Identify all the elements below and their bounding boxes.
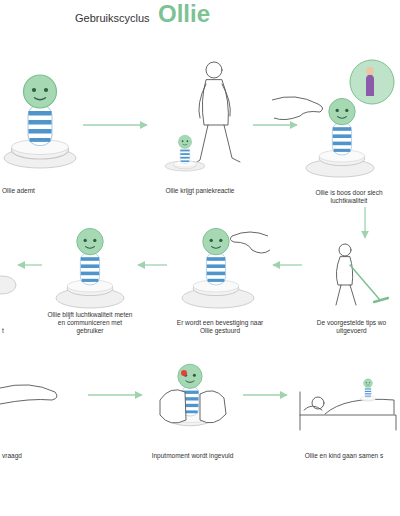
ollie bbox=[360, 379, 375, 401]
step-node: Er wordt een bevestiging naar Ollie gest… bbox=[170, 215, 270, 335]
step-node: Ollie is boos door slech luchtkwaliteit bbox=[300, 55, 398, 205]
hands bbox=[160, 390, 226, 423]
step-node: De voorgestelde tips wo uitgevoerd bbox=[305, 240, 398, 335]
bed-ollie bbox=[360, 379, 375, 401]
confirm-ollie bbox=[182, 228, 270, 308]
step-caption: Inputmoment wordt ingevuld bbox=[145, 452, 240, 460]
step-caption: Ollie blijft luchtkwaliteit meten en com… bbox=[45, 311, 135, 335]
hand bbox=[230, 232, 270, 253]
step-caption: Ollie en kind gaan samen s bbox=[290, 452, 398, 460]
step-node: Ollie blijft luchtkwaliteit meten en com… bbox=[45, 215, 135, 335]
hand bbox=[272, 97, 323, 120]
legs bbox=[194, 125, 240, 164]
inset-figure bbox=[366, 74, 374, 96]
ollie bbox=[67, 228, 113, 295]
step-node: t bbox=[0, 215, 15, 335]
bed-scene bbox=[300, 392, 396, 430]
flow-arrow bbox=[83, 124, 147, 125]
inset-head bbox=[366, 67, 374, 75]
walking-person bbox=[194, 62, 240, 164]
base-partial bbox=[0, 276, 16, 294]
body bbox=[202, 80, 228, 125]
flow-arrow bbox=[18, 264, 42, 265]
flow-arrow bbox=[364, 207, 365, 238]
cleaning-person bbox=[336, 244, 388, 305]
angry-ollie bbox=[272, 60, 394, 177]
step-node: Ollie ademt bbox=[0, 55, 80, 195]
mop-head bbox=[374, 298, 388, 302]
flow-arrow bbox=[243, 394, 287, 395]
ollie bbox=[319, 98, 365, 165]
blanket bbox=[325, 399, 394, 414]
measuring-ollie bbox=[56, 228, 124, 308]
step-node: Ollie en kind gaan samen s bbox=[290, 355, 398, 460]
body bbox=[336, 257, 352, 285]
head bbox=[206, 62, 222, 78]
input-ollie bbox=[160, 364, 226, 426]
flow-arrow bbox=[253, 124, 297, 125]
flow-arrow bbox=[273, 264, 302, 265]
ollie bbox=[12, 75, 69, 159]
step-caption: t bbox=[0, 327, 15, 335]
step-node: Ollie krijgt paniekreactie bbox=[150, 55, 250, 195]
arm bbox=[199, 84, 230, 118]
legs bbox=[336, 285, 356, 305]
step-node: Inputmoment wordt ingevuld bbox=[145, 355, 240, 460]
diagram-title: Gebruikscyclus bbox=[75, 12, 150, 24]
red-dot bbox=[181, 370, 187, 376]
hand-partial bbox=[0, 385, 57, 404]
flow-arrow bbox=[88, 394, 142, 395]
product-name: Ollie bbox=[158, 0, 210, 28]
step-caption: vraagd bbox=[0, 452, 85, 460]
inset-circle bbox=[350, 60, 394, 104]
ollie-figure bbox=[4, 75, 76, 168]
step-caption: Er wordt een bevestiging naar Ollie gest… bbox=[170, 319, 270, 335]
head bbox=[339, 244, 351, 256]
small-ollie bbox=[165, 135, 205, 171]
pillow bbox=[304, 406, 322, 410]
step-caption: De voorgestelde tips wo uitgevoerd bbox=[305, 319, 398, 335]
step-node: vraagd bbox=[0, 355, 85, 460]
mop bbox=[350, 265, 380, 300]
step-caption: Ollie is boos door slech luchtkwaliteit bbox=[300, 189, 398, 205]
flow-arrow bbox=[138, 264, 167, 265]
step-caption: Ollie ademt bbox=[0, 187, 80, 195]
ollie bbox=[174, 135, 197, 169]
step-caption: Ollie krijgt paniekreactie bbox=[150, 187, 250, 195]
bed bbox=[300, 392, 396, 430]
